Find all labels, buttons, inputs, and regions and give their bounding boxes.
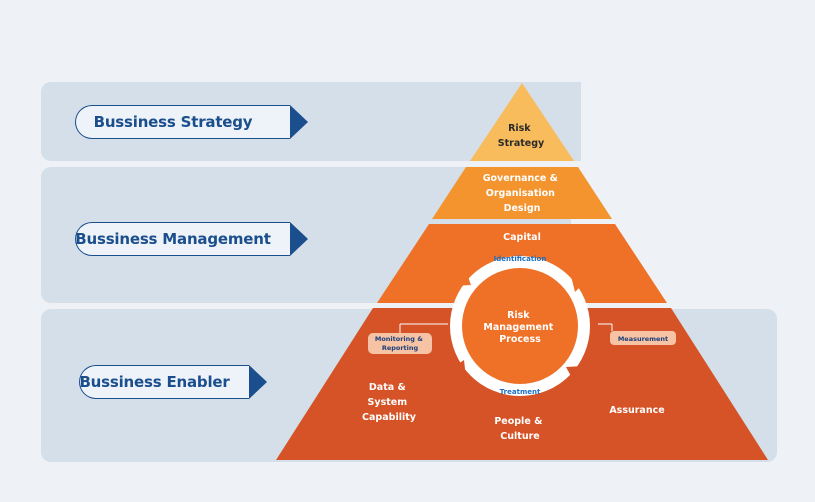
cycle-arrow-icon xyxy=(455,360,466,378)
risk-strategy-line2: Strategy xyxy=(498,138,545,149)
svg-text:Risk Strategy: Risk Strategy xyxy=(498,123,545,149)
arrow-right-icon xyxy=(249,364,267,399)
business-enabler-label: Bussiness Enabler xyxy=(79,364,267,399)
measurement-box xyxy=(610,331,676,345)
governance-line1: Governance & xyxy=(483,173,558,184)
business-management-label: Bussiness Management xyxy=(75,221,308,256)
tier-governance xyxy=(432,167,612,219)
cycle-center xyxy=(462,268,578,384)
capital-label: Capital xyxy=(503,232,541,243)
governance-line3: Design xyxy=(504,203,541,214)
svg-text:Data & System Capabili: Data & System Capability xyxy=(362,382,417,423)
center-line3: Process xyxy=(499,334,541,345)
svg-text:Monitoring & Reporting: Monitoring & Reporting xyxy=(375,335,425,352)
cycle-arrow-icon xyxy=(570,272,584,292)
tier-risk-strategy xyxy=(470,83,574,161)
svg-text:People & Culture: People & Culture xyxy=(494,416,545,442)
arrow-right-icon xyxy=(290,104,308,139)
monitoring-line2: Reporting xyxy=(382,344,419,352)
governance-line2: Organisation xyxy=(486,188,555,199)
measurement-label: Measurement xyxy=(618,335,668,343)
business-enabler-text: Bussiness Enabler xyxy=(79,373,230,391)
business-strategy-label: Bussiness Strategy xyxy=(75,104,308,139)
center-line1: Risk xyxy=(507,310,530,321)
data-system-line1: Data & xyxy=(369,382,406,393)
assurance-label: Assurance xyxy=(609,405,664,416)
identification-label: Identification xyxy=(494,255,547,263)
cycle-arrow-icon xyxy=(455,274,471,286)
monitoring-box xyxy=(368,333,432,354)
people-culture-line2: Culture xyxy=(500,431,539,442)
risk-strategy-line1: Risk xyxy=(508,123,531,134)
business-management-text: Bussiness Management xyxy=(75,230,271,248)
business-strategy-text: Bussiness Strategy xyxy=(93,113,253,131)
data-system-line3: Capability xyxy=(362,412,417,423)
people-culture-line1: People & xyxy=(494,416,542,427)
cycle-arrow-icon xyxy=(566,366,583,378)
svg-text:Risk Management Proces: Risk Management Process xyxy=(483,310,556,345)
data-system-line2: System xyxy=(368,397,408,408)
svg-text:Governance & Organisation: Governance & Organisation Design xyxy=(483,173,562,214)
monitoring-line1: Monitoring & xyxy=(375,335,423,343)
arrow-right-icon xyxy=(290,221,308,256)
center-line2: Management xyxy=(483,322,553,333)
treatment-label: Treatment xyxy=(500,388,541,396)
